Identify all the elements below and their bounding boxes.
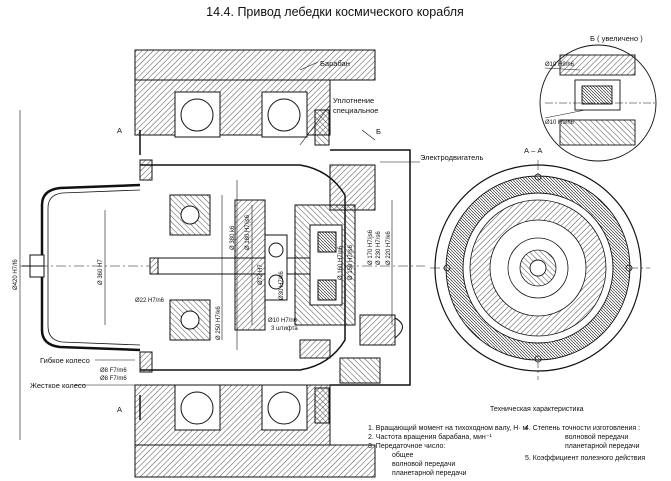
label-section-aa: А – А bbox=[524, 146, 542, 155]
spec-item4: 4. Степень точности изготовления : bbox=[525, 425, 640, 432]
dim-10-h9-top: Ø10 H9/h6 bbox=[545, 62, 575, 68]
label-flex-wheel: Гибкое колесо bbox=[40, 356, 90, 365]
dim-380: Ø 380 k6 bbox=[230, 225, 236, 250]
label-drum: Барабан bbox=[320, 59, 350, 68]
section-aa-view bbox=[430, 160, 650, 380]
label-seal-2: специальное bbox=[333, 106, 378, 115]
label-rigid-wheel: Жесткое колесо bbox=[30, 381, 86, 390]
detail-b-view bbox=[539, 44, 657, 162]
dim-230: Ø 230 H7/s6 bbox=[376, 231, 382, 265]
dim-360: Ø 360 H7 bbox=[98, 259, 104, 285]
dim-220: Ø 220 H7/k6 bbox=[386, 231, 392, 265]
label-view-b: Б ( увеличено ) bbox=[590, 34, 643, 43]
dim-10a: Ø10 H7/n6 bbox=[268, 318, 298, 324]
dim-10a-note: 3 штифта bbox=[271, 326, 298, 332]
spec-item3: 3. Передаточное число: bbox=[368, 443, 445, 450]
dim-72: Ø72 H7 bbox=[258, 264, 264, 285]
dim-8: Ø8 F7/m6 bbox=[100, 368, 127, 374]
label-motor: Электродвигатель bbox=[420, 153, 483, 162]
tech-spec: Техническая характеристика 1. Вращающий … bbox=[368, 406, 645, 477]
spec-item3c: планетарной передачи bbox=[392, 469, 467, 477]
dim-30: Ø30 H7/k6 bbox=[279, 271, 285, 300]
flex-wheel bbox=[40, 183, 141, 352]
motor-housing bbox=[330, 149, 411, 386]
spec-item1: 1. Вращающий момент на тихоходном валу, … bbox=[368, 424, 528, 432]
label-a-top: А bbox=[117, 126, 122, 135]
dim-250: Ø 250 H7/k6 bbox=[216, 306, 222, 340]
spec-item5: 5. Коэффициент полезного действия bbox=[525, 454, 645, 462]
dim-22: Ø22 H7/n6 bbox=[135, 298, 165, 304]
spec-item3a: общее bbox=[392, 451, 413, 459]
spec-item2: 2. Частота вращения барабана, мин⁻¹ bbox=[368, 433, 492, 441]
label-b-mark: Б bbox=[376, 127, 381, 136]
dim-420: Ø420 H7/f6 bbox=[13, 259, 19, 290]
main-section-view bbox=[19, 49, 425, 478]
spec-item4b: планетарной передачи bbox=[565, 442, 640, 450]
spec-item4a: волновой передачи bbox=[565, 433, 628, 441]
label-a-bottom: А bbox=[117, 405, 122, 414]
dim-150: Ø 150 H7/js6 bbox=[348, 244, 354, 280]
dim-180: Ø 180 H7/js6 bbox=[245, 214, 251, 250]
dim-10-h9-bot: Ø10 H9/h6 bbox=[545, 120, 575, 126]
page-title: 14.4. Привод лебедки космического корабл… bbox=[206, 5, 464, 19]
dim-170: Ø 170 H7/js6 bbox=[368, 229, 374, 265]
spec-item3b: волновой передачи bbox=[392, 460, 455, 468]
dim-160: Ø 160 H7/n6 bbox=[338, 245, 344, 280]
dim-8b: Ø8 F7/m6 bbox=[100, 376, 127, 382]
spec-heading: Техническая характеристика bbox=[490, 406, 584, 413]
label-seal-1: Уплотнение bbox=[333, 96, 374, 105]
